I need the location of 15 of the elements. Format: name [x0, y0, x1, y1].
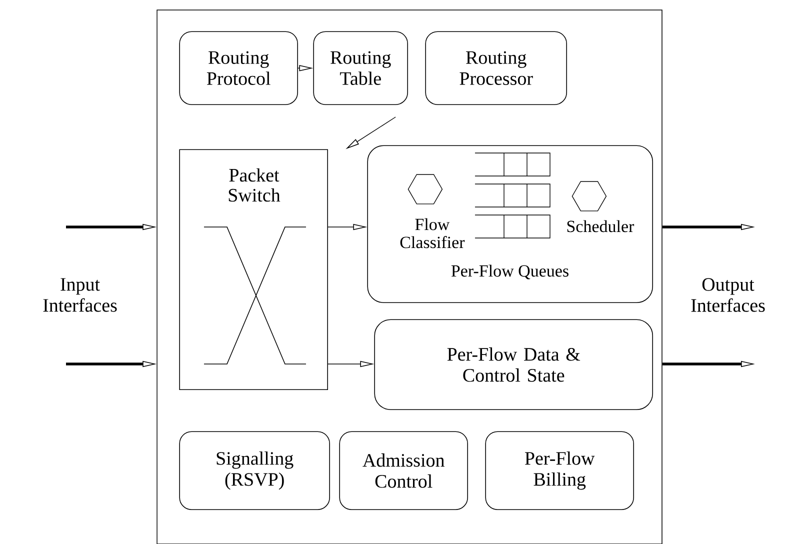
process-box: Routing Processor: [425, 31, 567, 105]
process-box: Admission Control: [339, 431, 468, 510]
router-box: [156, 10, 662, 544]
process-box: Per-Flow Data & Control State: [374, 319, 653, 410]
hexagon-labelled: Scheduler: [567, 181, 634, 232]
node-label: Flow Classifier: [400, 218, 465, 248]
process-box: Routing Table: [313, 31, 408, 105]
interface-label: Output Interfaces: [691, 278, 765, 312]
node-label: Scheduler: [567, 220, 634, 232]
process-box: Routing Protocol: [179, 31, 298, 105]
interface-label: Input Interfaces: [43, 278, 117, 312]
switch-box: Packet Switch: [179, 149, 328, 390]
process-box: Signalling (RSVP): [179, 431, 330, 510]
process-box: Per-Flow Billing: [485, 431, 634, 510]
hexagon-labelled: Flow Classifier: [400, 174, 465, 248]
